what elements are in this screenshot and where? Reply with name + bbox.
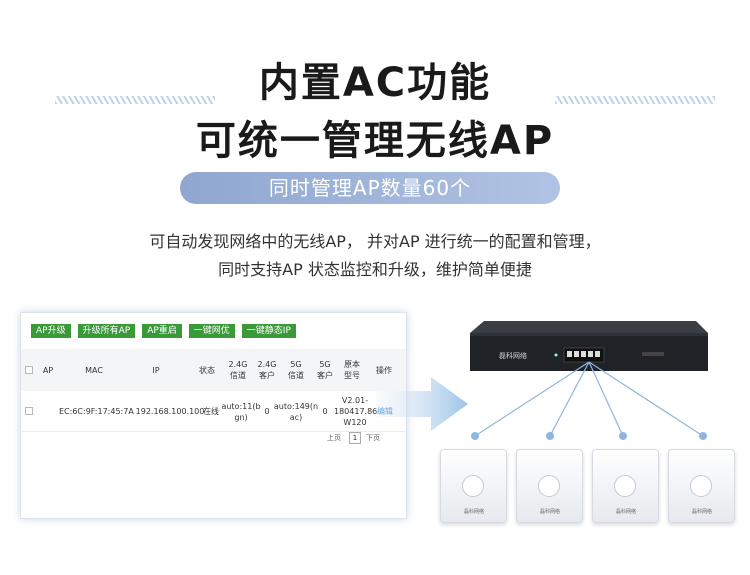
ap-management-panel: AP升级 升级所有AP AP重启 一键网优 一键静态IP AP MAC IP 状… <box>20 312 407 519</box>
row-checkbox[interactable] <box>25 407 33 415</box>
column-header-status: 状态 <box>199 366 215 375</box>
prev-page-link[interactable]: 上页 <box>327 434 341 442</box>
row-mac: EC:6C:9F:17:45:7A <box>59 407 134 416</box>
current-page-box[interactable]: 1 <box>349 432 361 444</box>
upgrade-all-ap-button[interactable]: 升级所有AP <box>77 324 136 338</box>
row-status: 在线 <box>203 407 219 416</box>
ap-logo: 磊科网络 <box>615 509 636 515</box>
led-ring-icon <box>614 475 636 497</box>
ap-upgrade-button[interactable]: AP升级 <box>31 324 71 338</box>
led-ring-icon <box>462 475 484 497</box>
row-24g-clients: 0 <box>264 407 270 416</box>
ap-logo: 磊科网络 <box>691 509 712 515</box>
row-ip: 192.168.100.100 <box>135 407 205 416</box>
led-ring-icon <box>690 475 712 497</box>
select-all-checkbox[interactable] <box>25 366 33 374</box>
ap-logo: 磊科网络 <box>539 509 560 515</box>
row-5g-clients: 0 <box>322 407 328 416</box>
decorative-stripe-right <box>555 96 715 104</box>
column-header-24g-channel: 2.4G 信道 <box>228 360 248 380</box>
column-header-5g-clients: 5G 客户 <box>317 360 333 380</box>
ap-restart-button[interactable]: AP重启 <box>142 324 182 338</box>
column-header-model: 原本 型号 <box>344 360 360 380</box>
row-divider <box>21 431 406 432</box>
main-title-line2: 可统一管理无线AP <box>195 118 555 164</box>
description-line2: 同时支持AP 状态监控和升级，维护简单便捷 <box>218 260 532 279</box>
toolbar: AP升级 升级所有AP AP重启 一键网优 一键静态IP <box>31 324 296 338</box>
column-header-ip: IP <box>152 366 160 375</box>
column-header-mac: MAC <box>85 366 103 375</box>
arrow-icon <box>376 377 468 431</box>
access-point-4: 磊科网络 <box>668 449 735 523</box>
router-device-icon <box>470 321 708 371</box>
decorative-stripe-left <box>55 96 215 104</box>
main-title-line1: 内置AC功能 <box>258 60 492 106</box>
led-ring-icon <box>538 475 560 497</box>
table-header: AP MAC IP 状态 2.4G 信道 2.4G 客户 5G 信道 5G 客户… <box>21 349 406 391</box>
row-model: V2.01- 180417.86 W120 <box>334 396 378 427</box>
row-24g-channel: auto:11(b gn) <box>221 402 261 422</box>
description-line1: 可自动发现网络中的无线AP， 并对AP 进行统一的配置和管理， <box>149 232 601 251</box>
column-header-5g-channel: 5G 信道 <box>288 360 304 380</box>
next-page-link[interactable]: 下页 <box>366 434 380 442</box>
router-brand-label: 磊科网络 <box>499 352 527 360</box>
column-header-ap: AP <box>42 366 54 375</box>
access-point-2: 磊科网络 <box>516 449 583 523</box>
one-click-optimize-button[interactable]: 一键网优 <box>188 324 235 338</box>
row-5g-channel: auto:149(n ac) <box>273 402 319 422</box>
column-header-24g-clients: 2.4G 客户 <box>257 360 277 380</box>
ap-count-banner: 同时管理AP数量60个 <box>180 172 560 204</box>
access-point-3: 磊科网络 <box>592 449 659 523</box>
access-point-1: 磊科网络 <box>440 449 507 523</box>
column-header-action: 操作 <box>376 366 392 375</box>
ap-logo: 磊科网络 <box>463 509 484 515</box>
one-click-static-ip-button[interactable]: 一键静态IP <box>241 324 296 338</box>
